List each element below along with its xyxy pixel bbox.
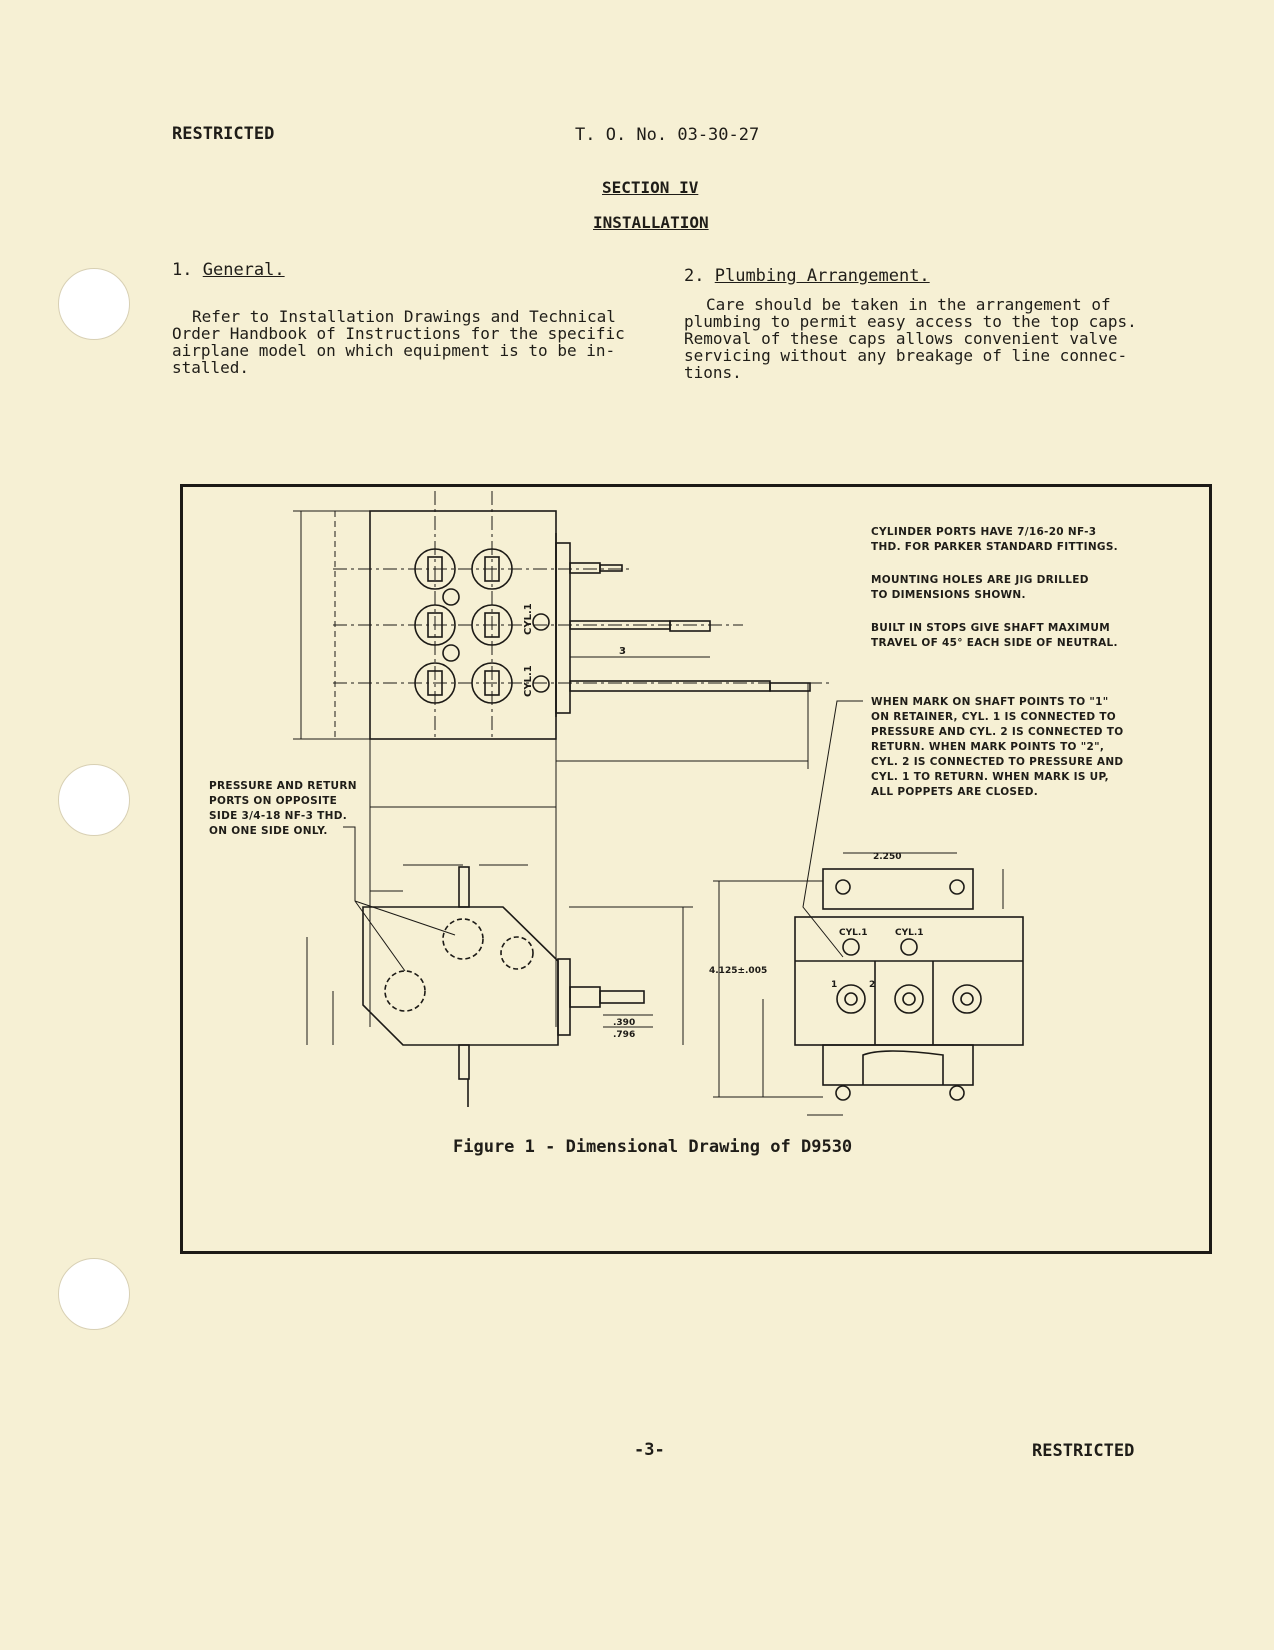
dimension-796: .796 <box>613 1030 635 1040</box>
binder-hole <box>58 268 130 340</box>
binder-hole <box>58 1258 130 1330</box>
paragraph-heading-general: 1. General. <box>172 260 285 280</box>
section-title: INSTALLATION <box>593 213 709 232</box>
dimensional-drawing: CYL.1 CYL.1 3 .390 .796 2.250 4.125±.005… <box>293 491 1024 1116</box>
figure-frame: CYL.1 CYL.1 3 .390 .796 2.250 4.125±.005… <box>180 484 1212 1254</box>
dimension-2250: 2.250 <box>873 852 901 862</box>
paragraph-general: Refer to Installation Drawings and Techn… <box>172 307 625 377</box>
figure-caption: Figure 1 - Dimensional Drawing of D9530 <box>453 1137 853 1157</box>
label-cyl1: CYL.1 <box>523 665 534 697</box>
paragraph-heading-plumbing: 2. Plumbing Arrangement. <box>684 266 930 286</box>
paragraph-plumbing: Care should be taken in the arrangement … <box>684 295 1137 382</box>
dimension-4125: 4.125±.005 <box>709 966 767 976</box>
valve-body-side-view <box>362 906 559 1046</box>
dimension-390: .390 <box>613 1018 635 1028</box>
port-number: 2 <box>869 980 875 990</box>
note-mounting-holes: MOUNTING HOLES ARE JIG DRILLED TO DIMENS… <box>871 574 1089 601</box>
footer-classification: RESTRICTED <box>1032 1441 1135 1461</box>
header-order-number: T. O. No. 03-30-27 <box>575 125 760 145</box>
label-cyl1: CYL.1 <box>523 603 534 635</box>
label-cyl1: CYL.1 <box>839 928 868 938</box>
page-number: -3- <box>634 1440 665 1460</box>
binder-hole <box>58 764 130 836</box>
header-classification: RESTRICTED <box>172 124 275 144</box>
note-cylinder-ports: CYLINDER PORTS HAVE 7/16-20 NF-3 THD. FO… <box>871 526 1118 553</box>
mounting-plate-top <box>822 868 974 910</box>
section-number: SECTION IV <box>602 178 699 197</box>
label-cyl1: CYL.1 <box>895 928 924 938</box>
port-number: 1 <box>831 980 837 990</box>
dimension-3: 3 <box>619 646 626 657</box>
note-pressure-return-ports: PRESSURE AND RETURN PORTS ON OPPOSITE SI… <box>209 780 357 837</box>
note-shaft-mark: WHEN MARK ON SHAFT POINTS TO "1" ON RETA… <box>871 696 1124 798</box>
note-shaft-stops: BUILT IN STOPS GIVE SHAFT MAXIMUM TRAVEL… <box>871 622 1118 649</box>
